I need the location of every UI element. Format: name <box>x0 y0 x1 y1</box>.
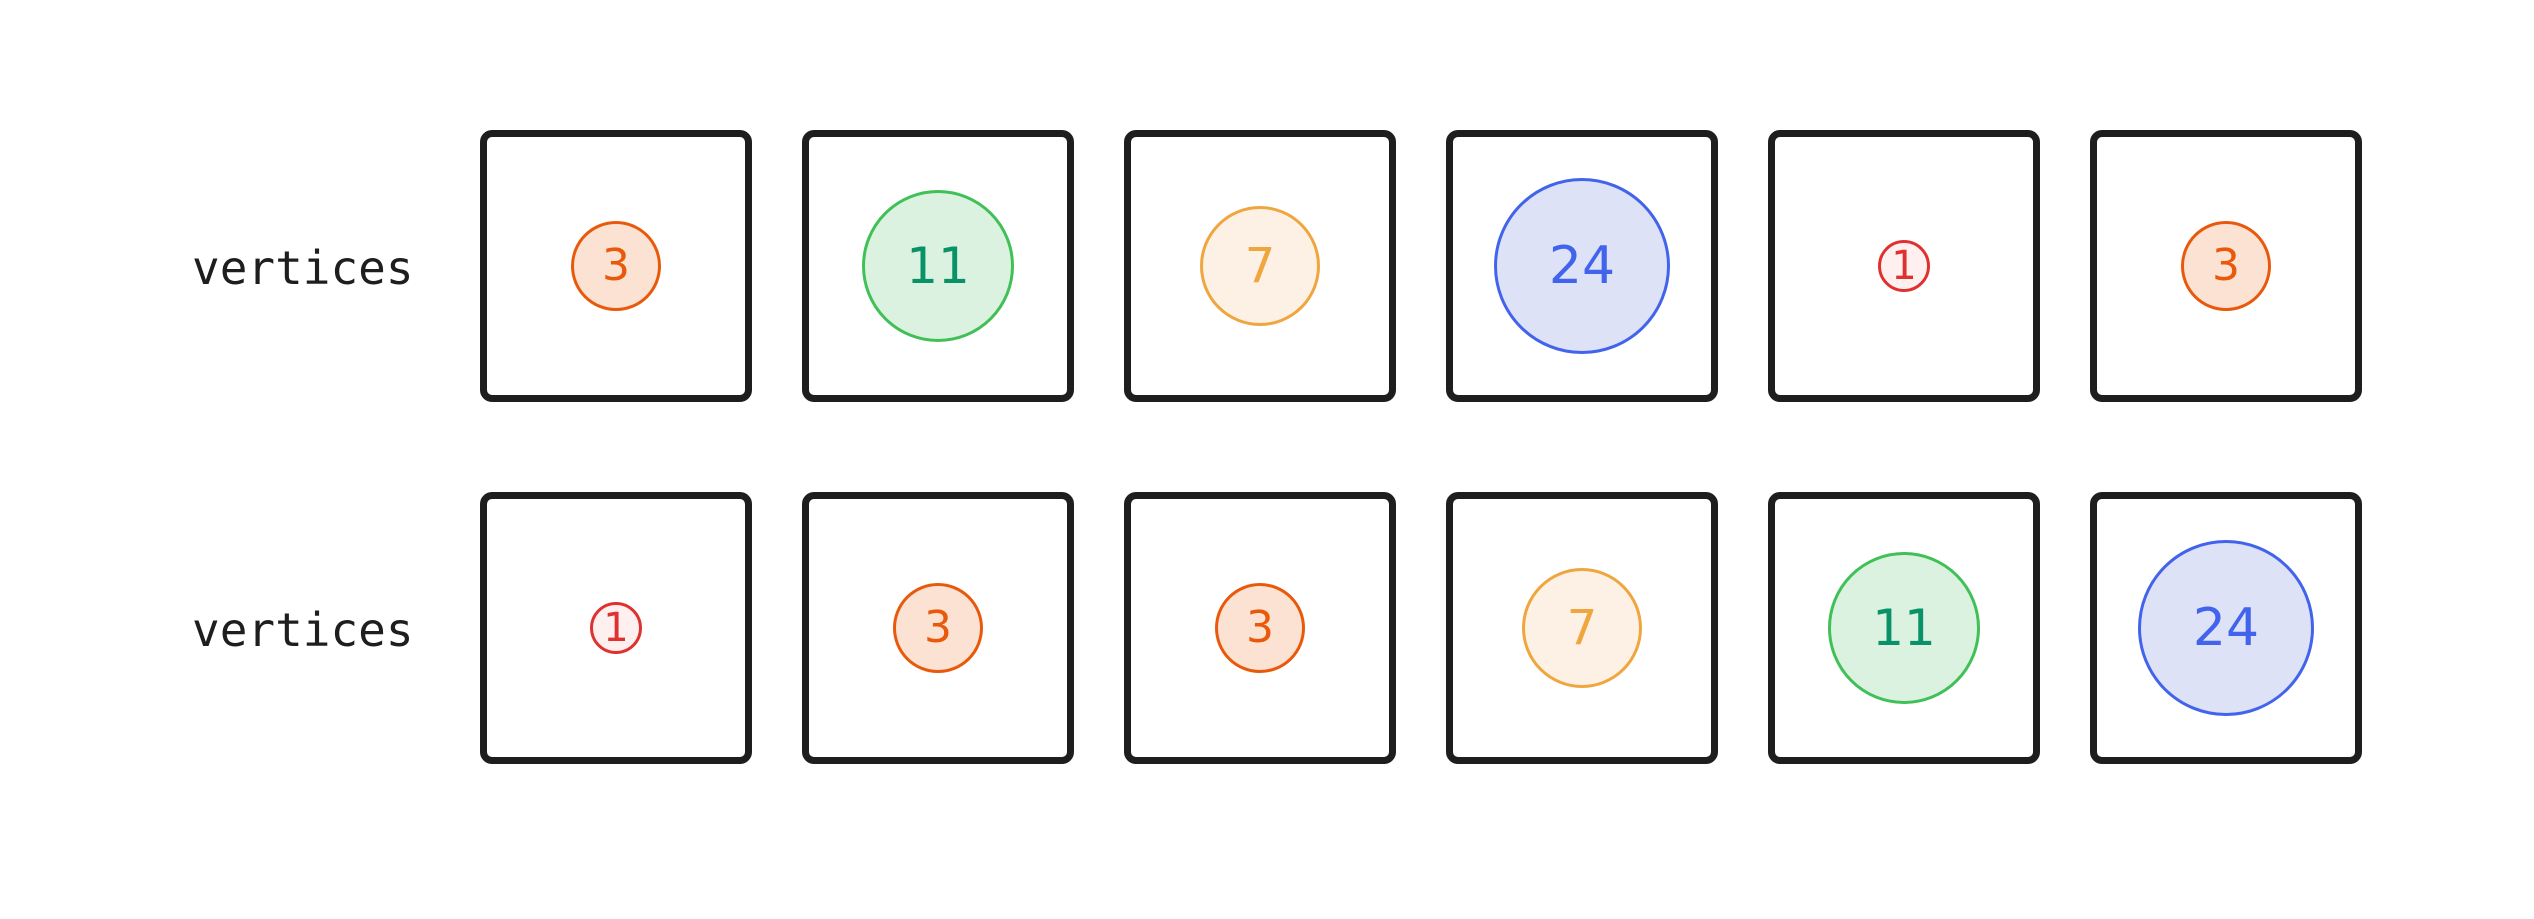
array-cell: 3 <box>480 130 752 402</box>
value-label: 11 <box>906 237 970 295</box>
value-label: 7 <box>1566 600 1598 656</box>
value-circle: 3 <box>2181 221 2271 311</box>
value-circle: 1 <box>590 602 642 654</box>
value-circle: 11 <box>862 190 1014 342</box>
value-label: 24 <box>1548 236 1616 296</box>
array-cell: 24 <box>1446 130 1718 402</box>
value-circle: 3 <box>893 583 983 673</box>
value-label: 1 <box>1891 243 1917 289</box>
value-label: 1 <box>603 605 629 651</box>
value-circle: 24 <box>2138 540 2314 716</box>
value-circle: 1 <box>1878 240 1930 292</box>
value-circle: 3 <box>571 221 661 311</box>
value-label: 3 <box>602 240 630 291</box>
array-cell: 1 <box>1768 130 2040 402</box>
array-cell: 11 <box>1768 492 2040 764</box>
value-circle: 7 <box>1200 206 1320 326</box>
sequence-row-2: vertices 1 3 3 7 11 24 <box>0 490 2534 770</box>
array-cell: 24 <box>2090 492 2362 764</box>
array-cell: 3 <box>802 492 1074 764</box>
value-label: 3 <box>924 602 952 653</box>
value-circle: 7 <box>1522 568 1642 688</box>
array-cell: 3 <box>2090 130 2362 402</box>
value-label: 11 <box>1872 599 1936 657</box>
array-cell: 3 <box>1124 492 1396 764</box>
row-label: vertices <box>192 603 414 657</box>
value-circle: 11 <box>1828 552 1980 704</box>
array-cell: 1 <box>480 492 752 764</box>
array-cell: 7 <box>1446 492 1718 764</box>
value-label: 3 <box>1246 602 1274 653</box>
sequence-row-1: vertices 3 11 7 24 1 3 <box>0 128 2534 408</box>
array-cell: 7 <box>1124 130 1396 402</box>
row-label: vertices <box>192 241 414 295</box>
value-label: 7 <box>1244 238 1276 294</box>
value-circle: 24 <box>1494 178 1670 354</box>
array-cell: 11 <box>802 130 1074 402</box>
value-label: 24 <box>2192 598 2260 658</box>
value-label: 3 <box>2212 240 2240 291</box>
value-circle: 3 <box>1215 583 1305 673</box>
